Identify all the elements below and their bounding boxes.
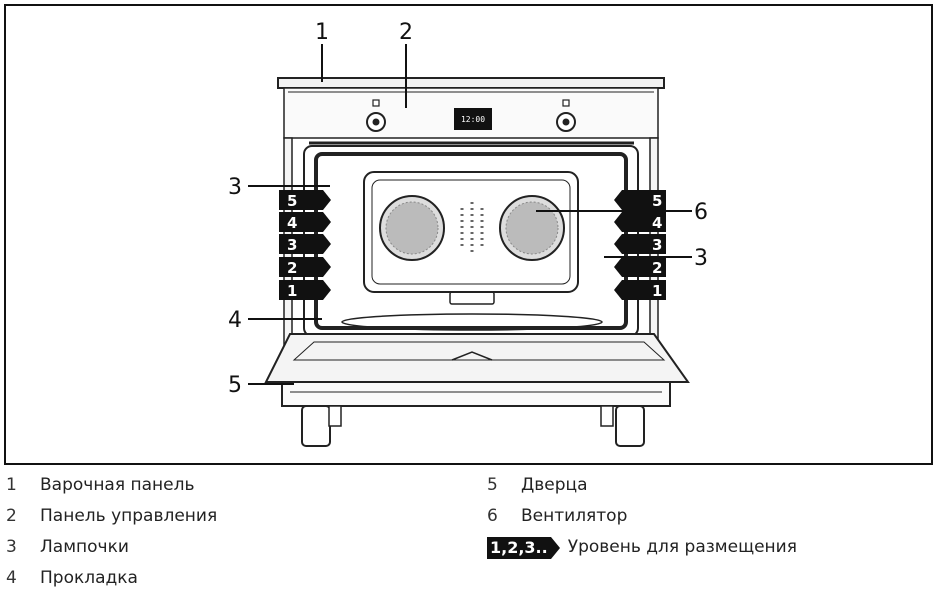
knob-right <box>556 99 576 132</box>
level-tag-left: 4 <box>279 212 331 232</box>
svg-text:5: 5 <box>652 192 662 210</box>
level-tag-right: 2 <box>614 257 666 277</box>
level-tag-right: 4 <box>614 212 666 232</box>
level-tag-left: 2 <box>279 257 331 277</box>
callout-4: 4 <box>228 308 242 333</box>
knob-left <box>366 99 386 132</box>
svg-text:4: 4 <box>652 214 662 232</box>
svg-text:3: 3 <box>287 236 297 254</box>
level-tag-right: 3 <box>614 234 666 254</box>
svg-text:5: 5 <box>287 192 297 210</box>
oven-door <box>264 333 690 383</box>
level-tag-left: 5 <box>279 190 331 210</box>
levels-left: 5 4 3 2 1 <box>279 190 331 300</box>
callout-2: 2 <box>399 20 413 45</box>
level-legend-text: Уровень для размещения <box>567 537 797 557</box>
callout-3-left: 3 <box>228 175 242 200</box>
display-text: 12:00 <box>461 115 485 124</box>
oven-diagram: 12:00 5 4 3 2 1 5 4 3 2 1 1 2 3 6 3 4 5 <box>4 4 933 465</box>
level-badge-text: 1,2,3.. <box>487 536 551 559</box>
svg-text:1: 1 <box>652 282 662 300</box>
level-legend-item: 1,2,3.. Уровень для размещения <box>487 532 797 563</box>
levels-right: 5 4 3 2 1 <box>614 190 666 300</box>
oven-body <box>264 77 690 447</box>
svg-text:4: 4 <box>287 214 297 232</box>
digital-display <box>454 108 492 130</box>
callout-1: 1 <box>315 20 329 45</box>
svg-text:2: 2 <box>287 259 297 277</box>
callout-5: 5 <box>228 373 242 398</box>
level-tag-left: 1 <box>279 280 331 300</box>
arrow-icon <box>550 536 560 559</box>
svg-text:3: 3 <box>652 236 662 254</box>
callout-6: 6 <box>694 200 708 225</box>
level-badge-icon: 1,2,3.. <box>487 536 560 559</box>
level-tag-right: 1 <box>614 280 666 300</box>
level-tag-right: 5 <box>614 190 666 210</box>
callout-3-right: 3 <box>694 246 708 271</box>
callout-leaders <box>248 44 692 385</box>
svg-text:2: 2 <box>652 259 662 277</box>
level-tag-left: 3 <box>279 234 331 254</box>
svg-text:1: 1 <box>287 282 297 300</box>
